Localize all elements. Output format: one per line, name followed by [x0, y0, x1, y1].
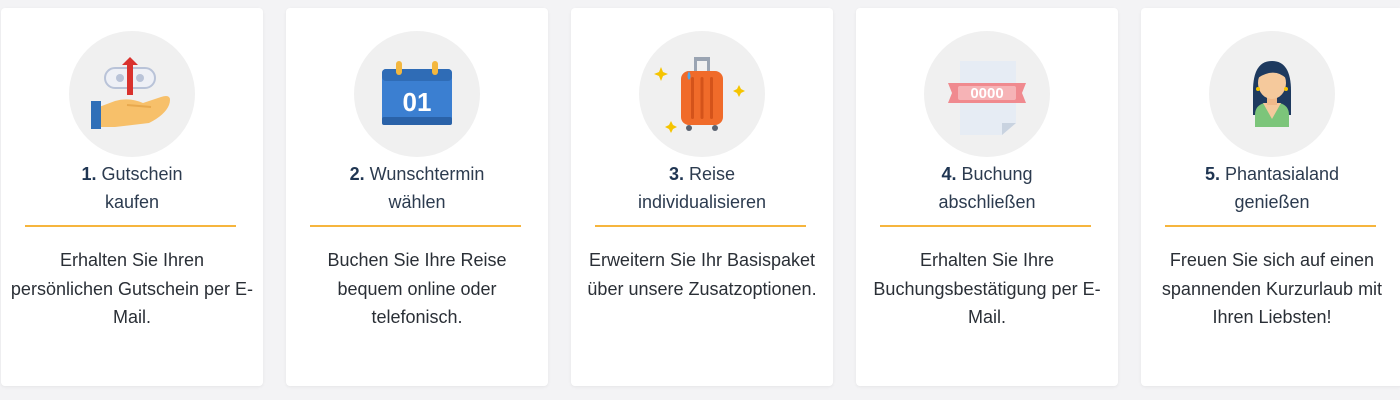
step-number: 2.	[349, 164, 365, 184]
step-title-4: 4. Buchung abschließen	[866, 160, 1108, 218]
step-number: 4.	[941, 164, 957, 184]
step-number: 1.	[81, 164, 97, 184]
person-icon	[1209, 31, 1335, 157]
suitcase-icon	[639, 31, 765, 157]
step-description-1: Erhalten Sie Ihren persönlichen Gutschei…	[10, 250, 254, 327]
step-description-4: Erhalten Sie Ihre Buchungsbestätigung pe…	[873, 250, 1101, 327]
step-title-text: Phantasialand	[1224, 164, 1340, 184]
step-number: 5.	[1204, 164, 1220, 184]
divider	[1165, 225, 1376, 227]
step-title-text-line2: abschließen	[938, 192, 1036, 212]
step-description-5: Freuen Sie sich auf einen spannenden Kur…	[1161, 250, 1383, 327]
step-title-text-line2: kaufen	[104, 192, 160, 212]
step-card-2: 01 2. Wunschtermin wählen Buchen Sie Ihr…	[286, 8, 548, 386]
step-card-4: 0000 4. Buchung abschließen Erhalten Sie…	[856, 8, 1118, 386]
calendar-icon: 01	[354, 31, 480, 157]
booking-ticket-icon: 0000	[924, 31, 1050, 157]
step-title-5: 5. Phantasialand genießen	[1151, 160, 1393, 218]
step-title-3: 3. Reise individualisieren	[581, 160, 823, 218]
divider	[880, 225, 1091, 227]
divider	[25, 225, 236, 227]
step-title-text-line2: individualisieren	[637, 192, 767, 212]
step-card-3: 3. Reise individualisieren Erweitern Sie…	[571, 8, 833, 386]
step-title-2: 2. Wunschtermin wählen	[296, 160, 538, 218]
step-description-2: Buchen Sie Ihre Reise bequem online oder…	[327, 250, 507, 327]
step-title-text: Gutschein	[101, 164, 183, 184]
divider	[595, 225, 806, 227]
step-title-text: Buchung	[961, 164, 1033, 184]
step-card-5: 5. Phantasialand genießen Freuen Sie sic…	[1141, 8, 1400, 386]
step-number: 3.	[668, 164, 684, 184]
divider	[310, 225, 521, 227]
gift-voucher-hand-icon	[69, 31, 195, 157]
step-description-3: Erweitern Sie Ihr Basispaket über unsere…	[587, 250, 817, 299]
step-title-text-line2: genießen	[1234, 192, 1310, 212]
step-title-text-line2: wählen	[388, 192, 446, 212]
step-title-text: Wunschtermin	[369, 164, 485, 184]
calendar-icon-text: 01	[403, 87, 432, 117]
step-title-text: Reise	[689, 164, 736, 184]
step-card-1: 1. Gutschein kaufen Erhalten Sie Ihren p…	[1, 8, 263, 386]
step-title-1: 1. Gutschein kaufen	[11, 160, 253, 218]
ticket-icon-text: 0000	[970, 85, 1003, 102]
